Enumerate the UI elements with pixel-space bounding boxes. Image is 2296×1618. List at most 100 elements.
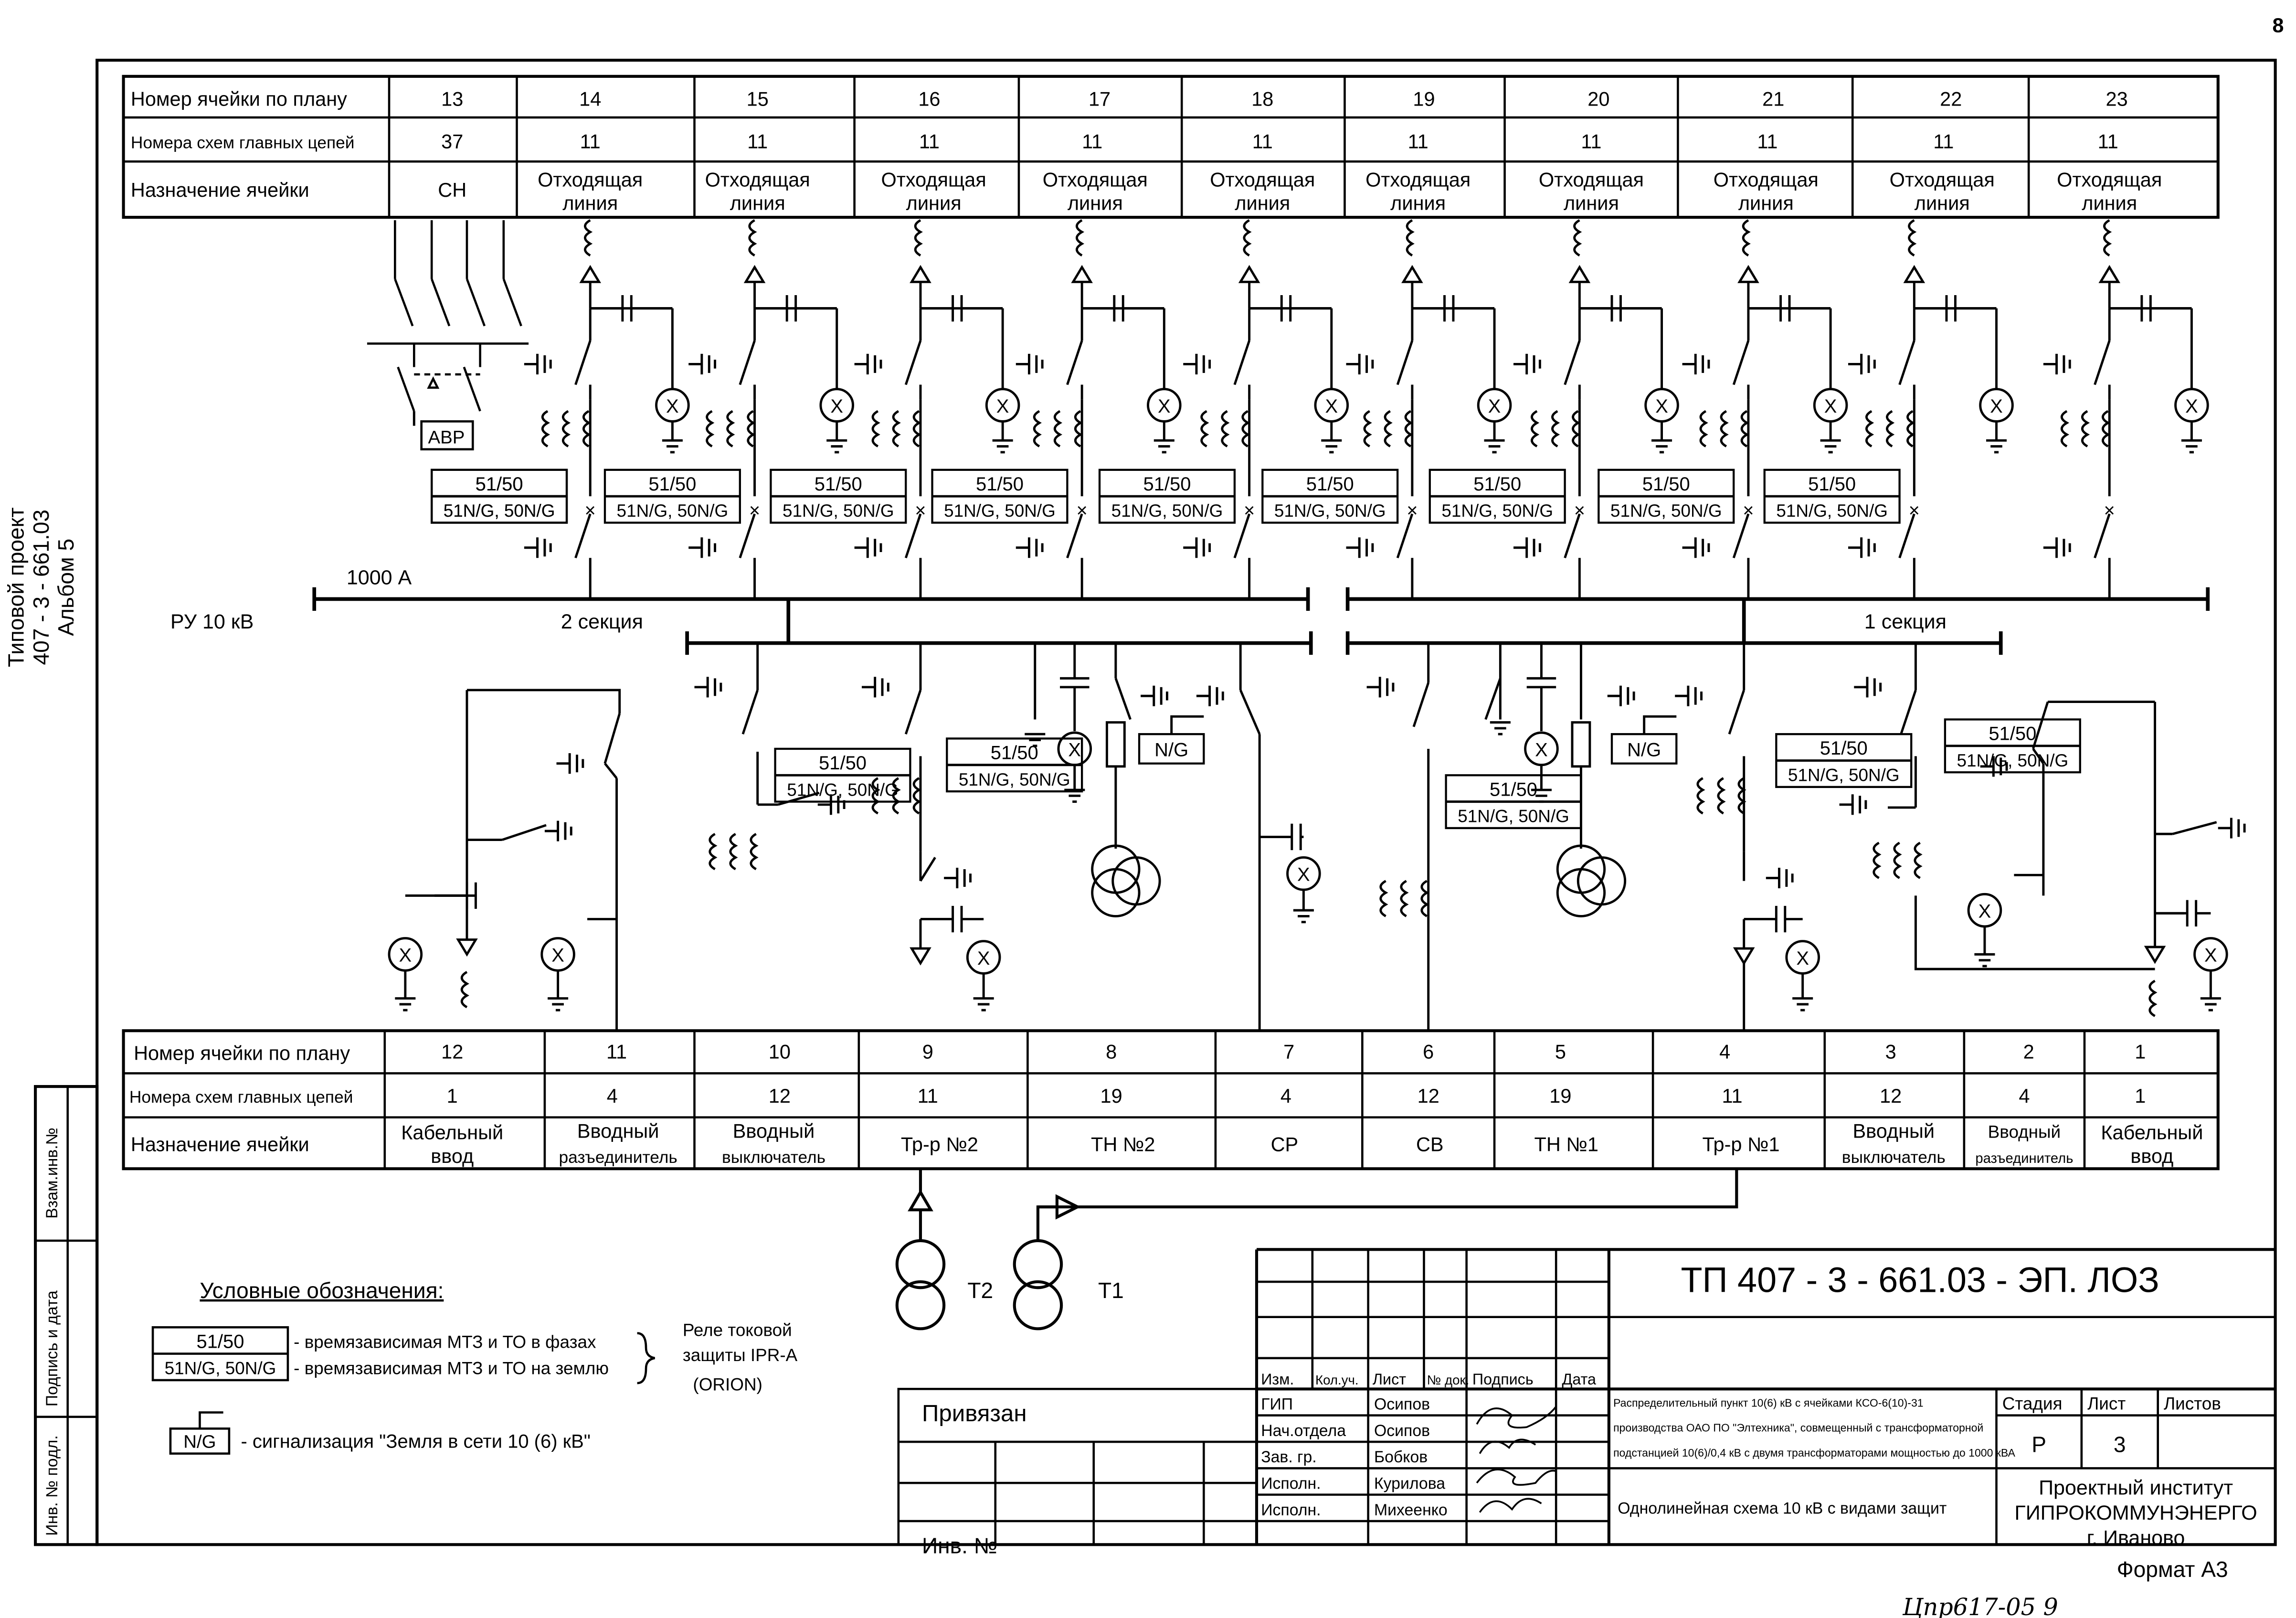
relay-phase-label: 51/50	[976, 474, 1024, 495]
relay-phase-label: 51/50	[819, 753, 867, 774]
meter-label: X	[1068, 739, 1081, 760]
meter-label: X	[2185, 396, 2198, 417]
fuse	[1571, 721, 1591, 768]
top-cell-scheme: 11	[1082, 130, 1102, 153]
breaker	[2094, 513, 2111, 559]
legend-brace-note-3: (ORION)	[693, 1374, 762, 1394]
bottom-cell-purpose: Кабельный	[401, 1121, 503, 1144]
relay-earth-label: 51N/G, 50N/G	[444, 501, 555, 521]
revision-headers: Изм. Кол.уч. Лист № док. Подпись Дата	[1261, 1371, 1596, 1388]
cable-termination	[910, 947, 931, 966]
bottom-cell-num: 5	[1555, 1041, 1566, 1063]
side-stamp-frame	[34, 1085, 99, 1546]
fuse	[1105, 721, 1126, 768]
top-cell-num: 13	[441, 87, 463, 110]
current-transformer	[1221, 410, 1230, 447]
current-transformer	[2081, 410, 2090, 447]
relay-earth-label: 51N/G, 50N/G	[1111, 501, 1223, 521]
avr-label: АВР	[428, 427, 465, 447]
top-cell-scheme: 11	[919, 130, 940, 153]
relay-phase-label: 51/50	[476, 474, 523, 495]
meter-label: X	[977, 948, 990, 969]
top-cell-purpose: линия	[2082, 192, 2137, 214]
meter-label: X	[830, 396, 843, 417]
top-cell-purpose: линия	[1390, 192, 1446, 214]
relay-phase-label: 51/50	[1306, 474, 1354, 495]
current-transformer	[1873, 841, 1882, 879]
breaker-cross: ×	[915, 500, 926, 521]
current-transformer	[1720, 410, 1729, 447]
bottom-cell-purpose: СВ	[1416, 1133, 1444, 1155]
top-cell-num: 22	[1940, 87, 1962, 110]
legend-ng-box: N/G	[183, 1431, 216, 1452]
meter-label: X	[1824, 396, 1837, 417]
svg-text:Зав. гр.: Зав. гр.	[1261, 1448, 1316, 1466]
breaker	[1564, 513, 1581, 559]
disconnector	[2032, 701, 2049, 749]
bottom-cell-purpose: ТН №2	[1091, 1133, 1155, 1155]
bottom-table-cells: 12 1 Кабельный ввод 11 4 Вводный разъеди…	[401, 1041, 2203, 1167]
breaker-cross: ×	[1076, 500, 1087, 521]
bottom-cell-table	[122, 1029, 2220, 1171]
cable-end	[460, 971, 469, 1009]
disconnector	[1898, 340, 1915, 385]
bottom-cell-purpose: выключатель	[1842, 1148, 1946, 1167]
current-transformer	[1717, 777, 1726, 815]
breaker-cross: ×	[1909, 500, 1920, 521]
title-block-grid	[897, 1248, 2275, 1546]
svg-text:подстанцией 10(6)/0,4 кВ с дву: подстанцией 10(6)/0,4 кВ с двумя трансфо…	[1613, 1447, 2015, 1459]
top-cell-purpose: Отходящая	[1539, 168, 1644, 191]
top-cell-purpose: линия	[1068, 192, 1123, 214]
cable-end	[1742, 219, 1751, 257]
svg-text:Нач.отдела: Нач.отдела	[1261, 1422, 1346, 1440]
bottom-cell-num: 6	[1423, 1041, 1434, 1063]
breaker-cross: ×	[1244, 500, 1255, 521]
svg-text:Осипов: Осипов	[1374, 1422, 1430, 1440]
top-cell-purpose: Отходящая	[1890, 168, 1995, 191]
current-transformer	[892, 777, 901, 815]
relay-earth-label: 51N/G, 50N/G	[1441, 501, 1553, 521]
meter-label: X	[1979, 901, 1991, 922]
bottom-cell-num: 11	[606, 1041, 627, 1063]
bottom-cell-purpose: Вводный	[577, 1120, 659, 1142]
svg-text:Лист: Лист	[1373, 1371, 1406, 1388]
current-transformer	[871, 777, 880, 815]
cable-end	[1406, 219, 1415, 257]
top-cell-scheme: 37	[441, 130, 463, 153]
legend-boxes	[151, 1326, 655, 1455]
current-transformer	[1737, 777, 1746, 815]
top-cell-purpose: линия	[906, 192, 962, 214]
breaker	[739, 513, 756, 559]
bottom-cell-scheme: 1	[447, 1085, 458, 1107]
side-stamp-2: Подпись и дата	[43, 1290, 61, 1406]
top-cell-purpose: СН	[438, 179, 466, 201]
top-cell-purpose: Отходящая	[881, 168, 986, 191]
top-cell-num: 15	[747, 87, 769, 110]
current-transformer	[1404, 410, 1413, 447]
page-number: 8	[2272, 14, 2284, 37]
bottom-cell-purpose: СР	[1271, 1133, 1299, 1155]
top-cell-scheme: 11	[1252, 130, 1273, 153]
disconnector	[919, 857, 936, 882]
meter-label: X	[1655, 396, 1668, 417]
relay-earth-label: 51N/G, 50N/G	[787, 780, 899, 799]
bottom-cell-num: 12	[441, 1041, 463, 1063]
cable-termination	[2144, 946, 2166, 964]
bottom-cell-purpose: Кабельный	[2101, 1121, 2203, 1144]
relay-earth-label: 51N/G, 50N/G	[1788, 766, 1900, 785]
svg-text:Кол.уч.: Кол.уч.	[1315, 1373, 1359, 1387]
svg-text:Изм.: Изм.	[1261, 1371, 1294, 1388]
svg-text:Назначение ячейки: Назначение ячейки	[131, 1133, 309, 1155]
section-2-label: 2 секция	[561, 610, 643, 633]
cable-end	[1573, 219, 1582, 257]
svg-text:407 - 3 - 661.03: 407 - 3 - 661.03	[29, 510, 53, 665]
svg-text:Дата: Дата	[1562, 1371, 1596, 1388]
disconnector	[1396, 340, 1414, 385]
relay-phase-label: 51/50	[476, 474, 523, 495]
bottom-cell-num: 2	[2023, 1041, 2034, 1063]
relay-earth-label: 51N/G, 50N/G	[1610, 501, 1722, 521]
current-transformer	[912, 410, 921, 447]
current-transformer	[1740, 410, 1749, 447]
top-cell-scheme: 11	[1408, 130, 1428, 153]
meter-label: X	[1325, 396, 1338, 417]
